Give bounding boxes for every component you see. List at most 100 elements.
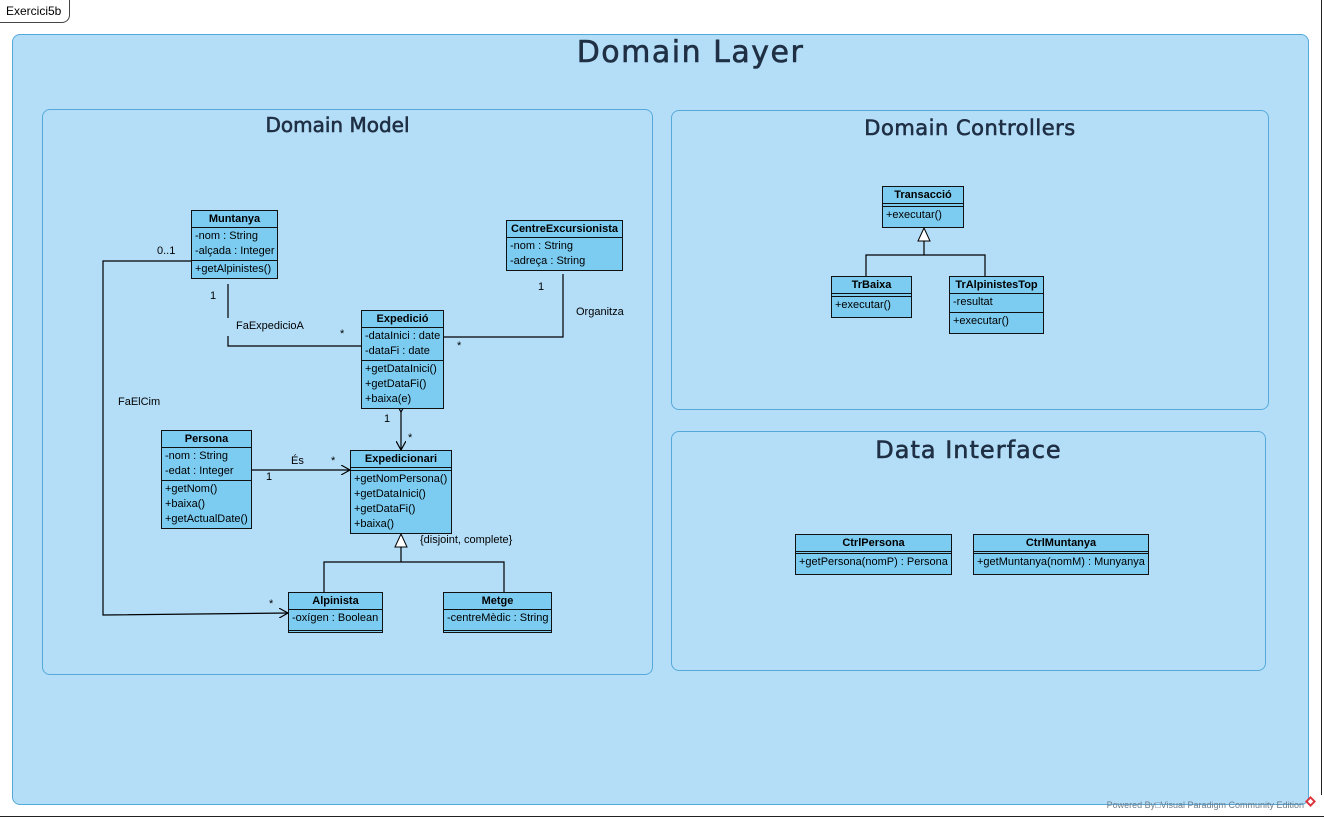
package-domain-controllers[interactable]: Domain Controllers	[671, 110, 1269, 410]
class-name: CtrlPersona	[796, 535, 951, 552]
frame-border-right	[1321, 0, 1322, 795]
attributes-section: -nom : String -alçada : Integer	[192, 228, 277, 261]
class-name: Expedició	[362, 311, 443, 328]
attributes-section	[832, 294, 911, 297]
operations-section	[289, 631, 382, 632]
class-transaccio[interactable]: Transacció +executar()	[882, 186, 964, 228]
multiplicity-fa-expedicio-muntanya: 1	[210, 290, 217, 302]
package-title-data-interface: Data Interface	[875, 436, 1062, 465]
class-name: CtrlMuntanya	[974, 535, 1148, 552]
operation: +getDataInici()	[354, 488, 426, 500]
class-trbaixa[interactable]: TrBaixa +executar()	[831, 276, 912, 318]
multiplicity-organitza-centre: 1	[538, 281, 545, 293]
class-muntanya[interactable]: Muntanya -nom : String -alçada : Integer…	[191, 210, 278, 279]
attribute: -adreça : String	[510, 255, 586, 267]
operations-section: +getNomPersona() +getDataInici() +getDat…	[351, 471, 451, 533]
class-name: Metge	[444, 593, 551, 610]
operation: +baixa()	[354, 518, 395, 530]
attributes-section: -oxígen : Boolean	[289, 610, 382, 631]
operation: +executar()	[953, 315, 1009, 327]
attributes-section	[796, 552, 951, 554]
association-name-fa-el-cim: FaElCim	[118, 396, 161, 408]
generalization-alpinista	[323, 561, 401, 593]
class-ctrlpersona[interactable]: CtrlPersona +getPersona(nomP) : Persona	[795, 534, 952, 575]
multiplicity-es-expedicionari: *	[331, 455, 336, 467]
class-tralpinistestop[interactable]: TrAlpinistesTop -resultat +executar()	[949, 276, 1044, 334]
operations-section: +getMuntanya(nomM) : Munyanya	[974, 554, 1148, 574]
operation: +getDataInici()	[365, 363, 437, 375]
class-expedicionari[interactable]: Expedicionari +getNomPersona() +getDataI…	[350, 450, 452, 534]
attributes-section: -nom : String -edat : Integer	[162, 448, 251, 481]
operations-section: +getPersona(nomP) : Persona	[796, 554, 951, 574]
class-ctrlmuntanya[interactable]: CtrlMuntanya +getMuntanya(nomM) : Munyan…	[973, 534, 1149, 575]
attribute: -alçada : Integer	[195, 245, 275, 257]
package-title-domain-controllers: Domain Controllers	[864, 116, 1076, 141]
attributes-section	[974, 552, 1148, 554]
attribute: -centreMèdic : String	[447, 612, 549, 624]
generalization-triangle-expedicionari	[394, 532, 408, 548]
attribute: -dataFi : date	[365, 345, 430, 357]
operation: +getDataFi()	[354, 503, 416, 515]
class-name: Alpinista	[289, 593, 382, 610]
multiplicity-organitza-expedicio: *	[457, 340, 462, 352]
association-name-es: És	[291, 455, 304, 467]
association-organitza	[444, 274, 564, 338]
attribute: -oxígen : Boolean	[292, 612, 379, 624]
multiplicity-expedicionari-side: *	[408, 432, 413, 444]
operations-section: +getDataInici() +getDataFi() +baixa(e)	[362, 361, 443, 408]
operations-section: +getAlpinistes()	[192, 261, 277, 278]
operation: +getNom()	[165, 483, 218, 495]
multiplicity-expedicio-side: 1	[384, 413, 391, 425]
class-name: Muntanya	[192, 211, 277, 228]
frame-border-bottom	[0, 816, 1324, 817]
multiplicity-fa-el-cim-muntanya: 0..1	[157, 245, 176, 257]
class-name: CentreExcursionista	[507, 221, 622, 238]
operations-section: +executar()	[832, 297, 911, 317]
multiplicity-fa-expedicio-expedicio: *	[340, 328, 345, 340]
package-data-interface[interactable]: Data Interface	[671, 431, 1266, 671]
generalization-tralpinistes	[924, 254, 986, 276]
attributes-section: -centreMèdic : String	[444, 610, 551, 631]
operation: +getDataFi()	[365, 378, 427, 390]
class-expedicio[interactable]: Expedició -dataInici : date -dataFi : da…	[361, 310, 444, 409]
operation: +executar()	[835, 299, 891, 311]
package-title-domain-model: Domain Model	[265, 113, 410, 138]
attributes-section	[883, 204, 963, 207]
diagram-frame-tab[interactable]: Exercici5b	[0, 0, 71, 23]
attribute: -resultat	[953, 296, 993, 308]
class-name: Expedicionari	[351, 451, 451, 468]
attribute: -nom : String	[510, 240, 573, 252]
generalization-trbaixa	[865, 254, 924, 276]
class-persona[interactable]: Persona -nom : String -edat : Integer +g…	[161, 430, 252, 529]
association-fa-el-cim	[102, 260, 288, 615]
attributes-section: -nom : String -adreça : String	[507, 238, 622, 270]
generalization-constraint: {disjoint, complete}	[420, 534, 513, 546]
operation: +baixa(e)	[365, 393, 412, 405]
operation: +executar()	[886, 209, 942, 221]
association-name-fa-expedicio: FaExpedicioA	[236, 320, 304, 332]
operation: +getActualDate()	[165, 513, 248, 525]
attribute: -edat : Integer	[165, 465, 234, 477]
class-name: TrBaixa	[832, 277, 911, 294]
multiplicity-es-persona: 1	[266, 471, 273, 483]
class-name: TrAlpinistesTop	[950, 277, 1043, 294]
operations-section: +executar()	[883, 207, 963, 227]
operation: +getMuntanya(nomM) : Munyanya	[977, 556, 1145, 568]
class-name: Transacció	[883, 187, 963, 204]
multiplicity-fa-el-cim-alpinista: *	[269, 598, 274, 610]
association-name-organitza: Organitza	[576, 306, 624, 318]
attribute: -nom : String	[195, 230, 258, 242]
package-domain-model[interactable]: Domain Model	[42, 109, 653, 675]
class-alpinista[interactable]: Alpinista -oxígen : Boolean	[288, 592, 383, 633]
attribute: -nom : String	[165, 450, 228, 462]
attributes-section	[351, 468, 451, 471]
class-metge[interactable]: Metge -centreMèdic : String	[443, 592, 552, 633]
class-centre-excursionista[interactable]: CentreExcursionista -nom : String -adreç…	[506, 220, 623, 271]
operations-section: +executar()	[950, 313, 1043, 333]
operations-section: +getNom() +baixa() +getActualDate()	[162, 481, 251, 528]
operations-section	[444, 631, 551, 632]
attributes-section: -dataInici : date -dataFi : date	[362, 328, 443, 361]
generalization-triangle-transaccio	[917, 226, 931, 242]
operation: +getNomPersona()	[354, 473, 448, 485]
